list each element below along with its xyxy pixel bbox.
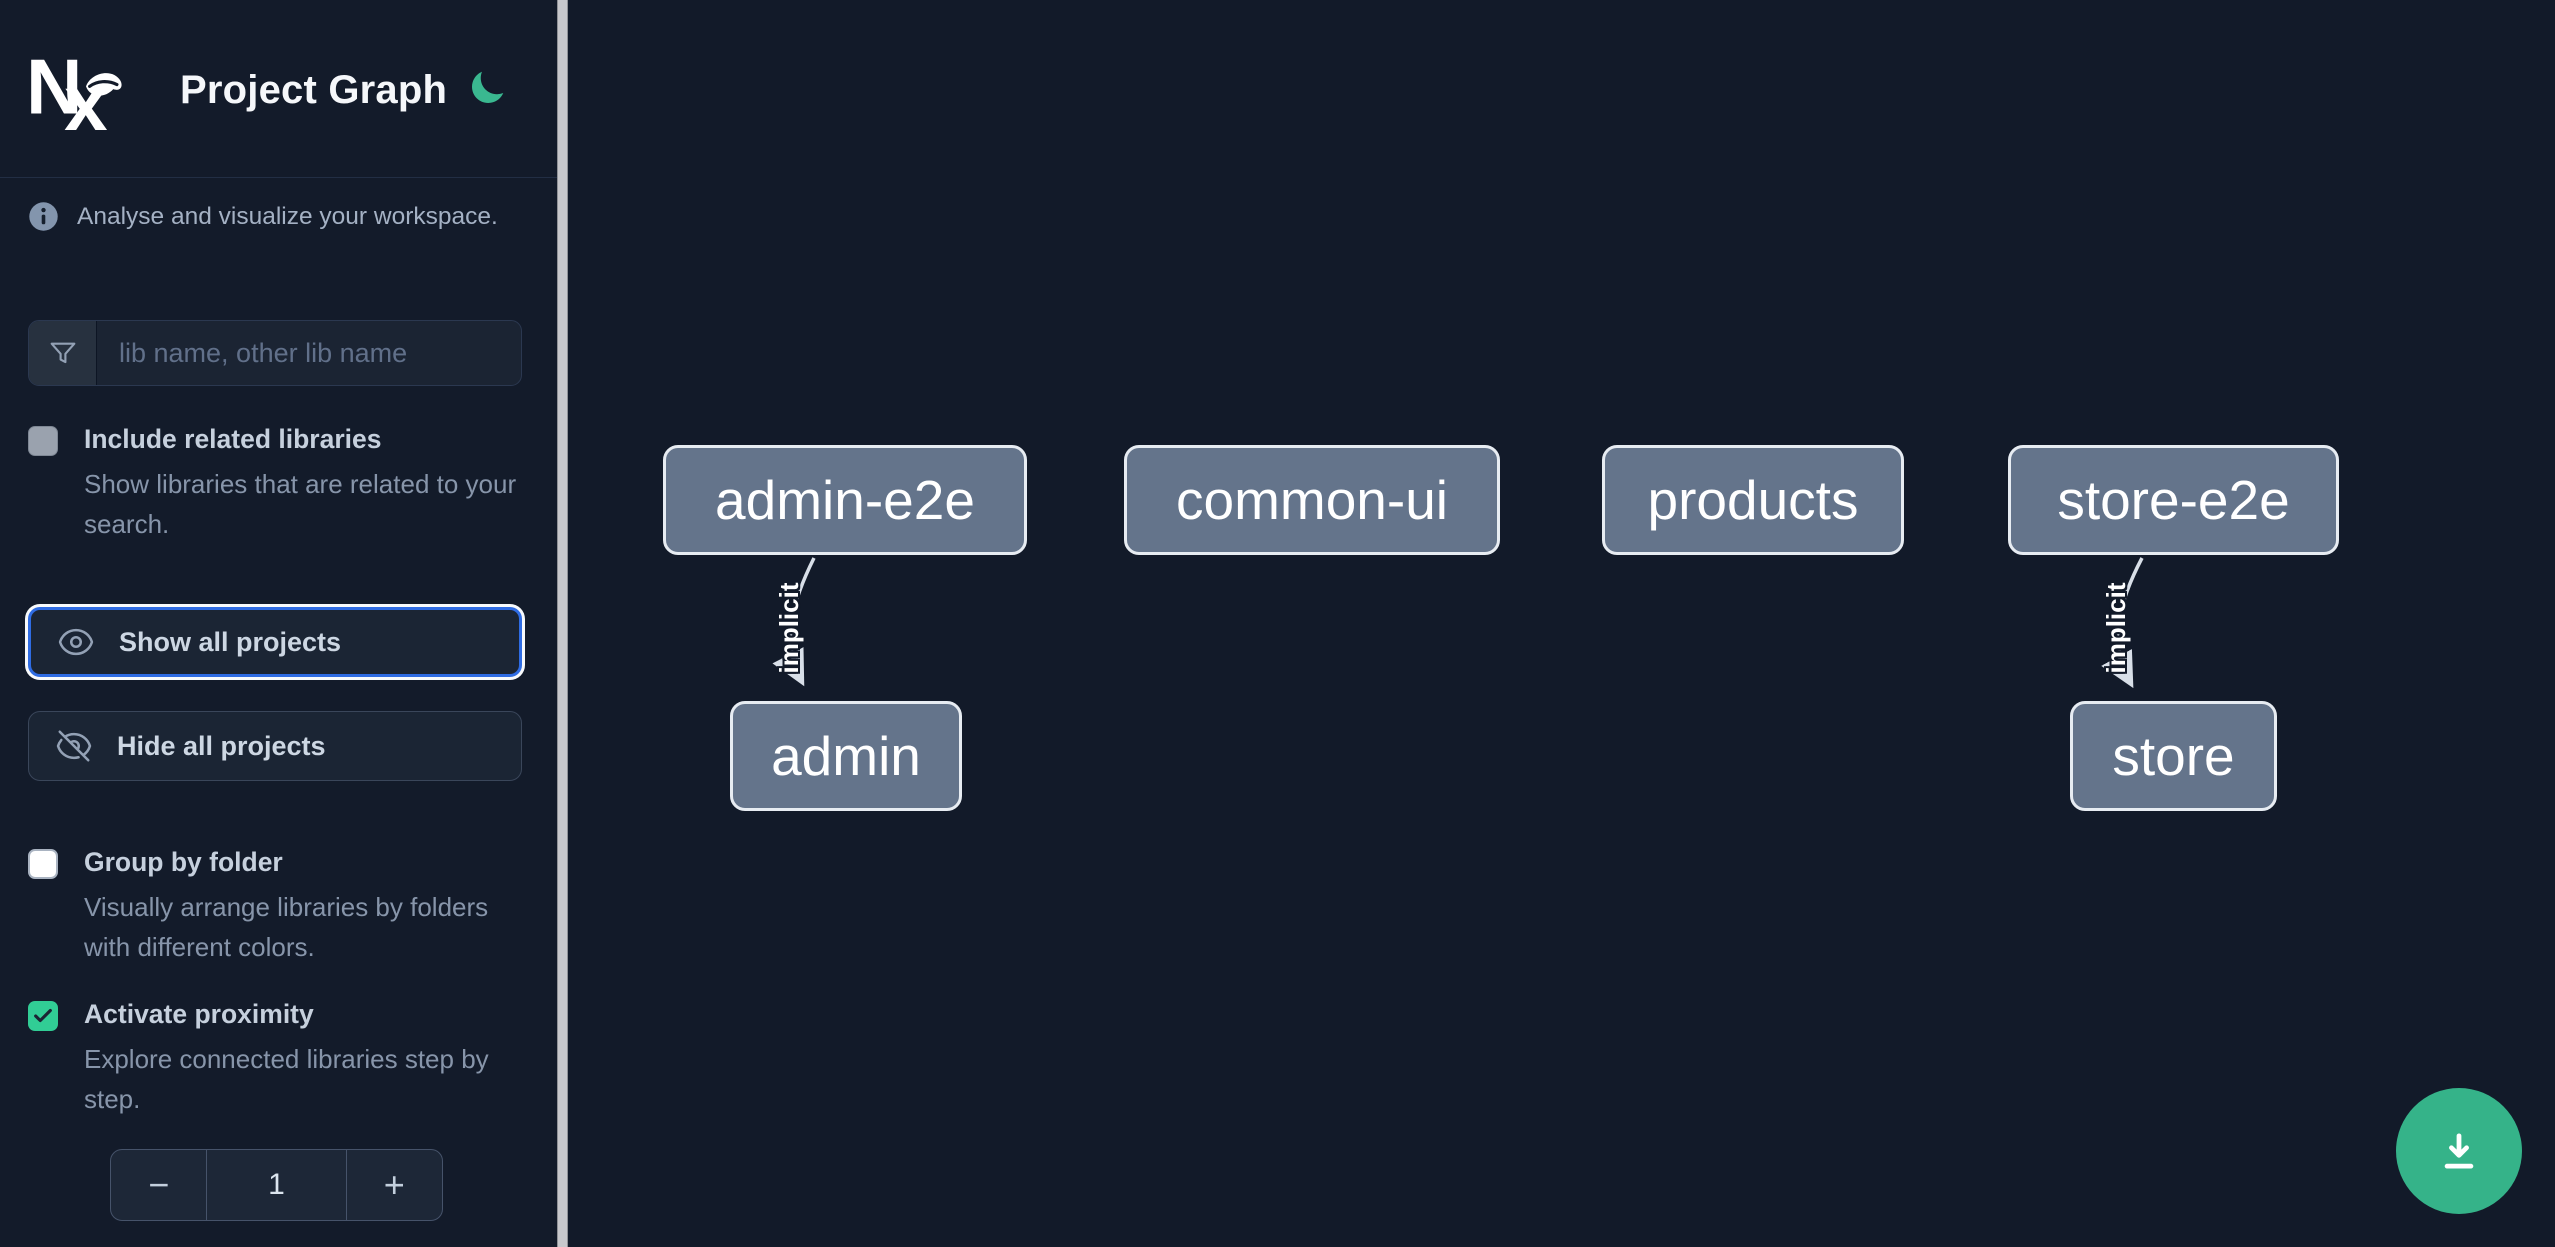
proximity-stepper: − 1 + <box>110 1149 443 1221</box>
group-by-folder-description: Visually arrange libraries by folders wi… <box>84 892 489 962</box>
eye-icon <box>58 628 94 656</box>
include-related-row: Include related libraries Show libraries… <box>28 424 528 544</box>
download-icon <box>2444 1133 2474 1169</box>
moon-icon <box>472 71 504 103</box>
graph-node-store-e2e[interactable]: store-e2e <box>2008 445 2339 555</box>
proximity-increment-button[interactable]: + <box>347 1150 442 1220</box>
info-icon <box>29 202 58 231</box>
proximity-decrement-button[interactable]: − <box>111 1150 206 1220</box>
proximity-value: 1 <box>206 1150 347 1220</box>
nx-logo: N x <box>26 46 122 134</box>
group-by-folder-row: Group by folder Visually arrange librari… <box>28 847 528 967</box>
search-box <box>28 320 522 386</box>
graph-node-products[interactable]: products <box>1602 445 1904 555</box>
page-title: Project Graph <box>180 68 448 112</box>
tagline-text: Analyse and visualize your workspace. <box>77 202 498 230</box>
graph-node-store[interactable]: store <box>2070 701 2277 811</box>
svg-text:N: N <box>26 46 82 131</box>
sidebar-scrollbar[interactable] <box>557 0 568 1247</box>
show-all-projects-button[interactable]: Show all projects <box>28 607 522 677</box>
include-related-checkbox[interactable] <box>28 426 58 456</box>
activate-proximity-label[interactable]: Activate proximity <box>84 999 314 1029</box>
include-related-description: Show libraries that are related to your … <box>84 469 517 539</box>
tagline-row: Analyse and visualize your workspace. <box>28 201 498 232</box>
edge-label-implicit: implicit <box>774 582 804 674</box>
search-input[interactable] <box>97 321 521 385</box>
sidebar: N x Project Graph Analyse and visualize … <box>0 0 557 1247</box>
filter-icon <box>29 321 97 385</box>
graph-node-admin-e2e[interactable]: admin-e2e <box>663 445 1027 555</box>
activate-proximity-checkbox[interactable] <box>28 1001 58 1031</box>
graph-node-common-ui[interactable]: common-ui <box>1124 445 1500 555</box>
include-related-label[interactable]: Include related libraries <box>84 424 382 454</box>
checkmark-icon <box>34 1008 52 1023</box>
group-by-folder-label[interactable]: Group by folder <box>84 847 283 877</box>
hide-all-projects-label: Hide all projects <box>117 730 326 761</box>
theme-toggle-button[interactable] <box>466 68 508 110</box>
edge-label-implicit: implicit <box>2101 582 2131 674</box>
show-all-projects-label: Show all projects <box>119 626 342 657</box>
hide-all-projects-button[interactable]: Hide all projects <box>28 711 522 781</box>
graph-node-admin[interactable]: admin <box>730 701 962 811</box>
activate-proximity-row: Activate proximity Explore connected lib… <box>28 999 528 1119</box>
svg-text:x: x <box>64 59 107 134</box>
eye-slash-icon <box>56 730 92 762</box>
sidebar-header: N x Project Graph <box>0 0 557 178</box>
activate-proximity-description: Explore connected libraries step by step… <box>84 1044 489 1114</box>
download-graph-button[interactable] <box>2396 1088 2522 1214</box>
group-by-folder-checkbox[interactable] <box>28 849 58 879</box>
graph-canvas[interactable] <box>568 0 2555 1247</box>
